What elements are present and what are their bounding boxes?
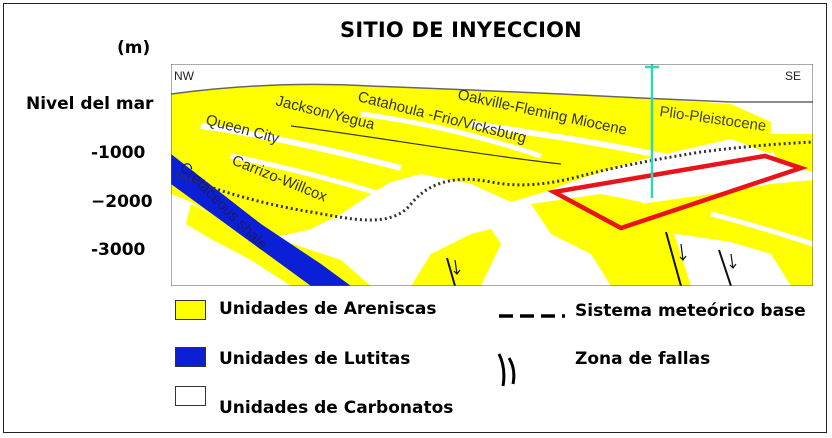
carbonate-streak-5 bbox=[710, 211, 813, 247]
legend-swatch-carbonate bbox=[175, 386, 206, 406]
carbonate-streak-3 bbox=[360, 111, 542, 159]
depth-unit-label: (m) bbox=[117, 38, 151, 58]
depth-label-3000: -3000 bbox=[91, 240, 146, 260]
sandstone-wedge-middle bbox=[411, 229, 501, 286]
legend-swatch-sandstone bbox=[175, 300, 206, 320]
fault-center-arrow bbox=[679, 243, 687, 261]
legend-label-faults: Zona de fallas bbox=[575, 349, 711, 369]
sandstone-body bbox=[171, 84, 771, 236]
fault-left bbox=[446, 257, 456, 286]
fault-center bbox=[665, 231, 682, 286]
cross-section: NW SE Queen City Jackson/Yegua Catahoula… bbox=[171, 64, 813, 286]
fault-left-arrow bbox=[453, 259, 461, 275]
carbonate-streak-2 bbox=[230, 153, 412, 207]
carbonate-streak-1 bbox=[200, 123, 402, 171]
depth-label-2000: −2000 bbox=[91, 192, 153, 212]
depth-label-1000: -1000 bbox=[91, 143, 146, 163]
figure-frame bbox=[3, 3, 827, 433]
legend-label-sandstone: Unidades de Areniscas bbox=[219, 299, 437, 319]
depth-label-sea-level: Nivel del mar bbox=[26, 94, 154, 114]
label-nw: NW bbox=[174, 69, 195, 83]
legend-label-meteoric: Sistema meteórico base bbox=[575, 301, 806, 321]
fault-right-arrow bbox=[729, 253, 737, 269]
legend-label-shale: Unidades de Lutitas bbox=[219, 349, 411, 369]
label-se: SE bbox=[785, 69, 801, 83]
meteoric-base-line bbox=[175, 140, 813, 222]
legend-swatch-shale bbox=[175, 347, 206, 367]
injection-zone bbox=[547, 153, 809, 231]
figure-title: SITIO DE INYECCION bbox=[340, 18, 582, 42]
legend-label-carbonate: Unidades de Carbonatos bbox=[219, 398, 454, 418]
surface-line bbox=[171, 83, 813, 103]
carbonate-streak-4 bbox=[470, 121, 692, 165]
contact-line bbox=[290, 125, 562, 165]
fault-right bbox=[718, 249, 732, 286]
